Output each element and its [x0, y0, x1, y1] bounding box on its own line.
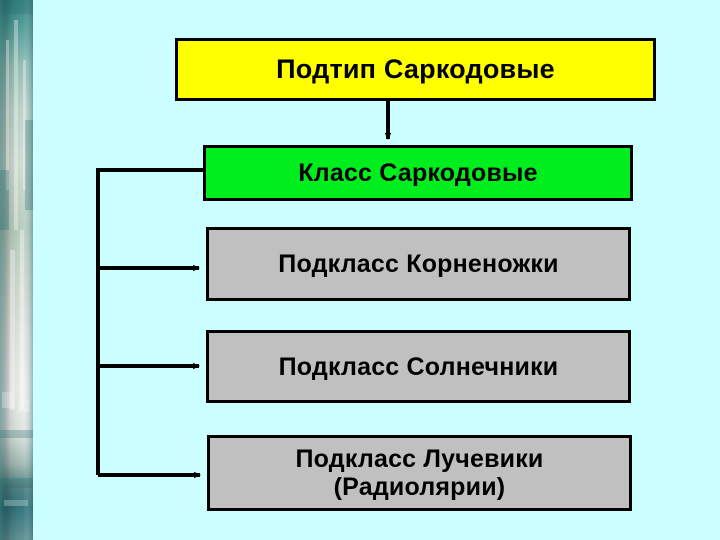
node-subclass-radiolaria[interactable]: Подкласс Лучевики (Радиолярии): [207, 435, 632, 511]
node-subclass-heliozoa[interactable]: Подкласс Солнечники: [206, 330, 631, 403]
node-subclass-rhizopoda-label: Подкласс Корненожки: [278, 250, 559, 278]
waterfall-photo-strip: [0, 0, 33, 540]
node-subclass-radiolaria-line2: (Радиолярии): [333, 473, 506, 501]
node-subtype-sarcodina[interactable]: Подтип Саркодовые: [175, 38, 656, 101]
edge-trunk-from-class: [96, 168, 203, 475]
node-subtype-label: Подтип Саркодовые: [276, 54, 555, 85]
node-subclass-heliozoa-label: Подкласс Солнечники: [278, 352, 559, 381]
node-subclass-radiolaria-line1: Подкласс Лучевики: [295, 445, 544, 473]
node-class-label: Класс Саркодовые: [298, 159, 538, 187]
node-subclass-rhizopoda[interactable]: Подкласс Корненожки: [206, 227, 631, 301]
node-subclass-radiolaria-label: Подкласс Лучевики (Радиолярии): [289, 445, 549, 501]
node-class-sarcodina[interactable]: Класс Саркодовые: [203, 145, 633, 201]
